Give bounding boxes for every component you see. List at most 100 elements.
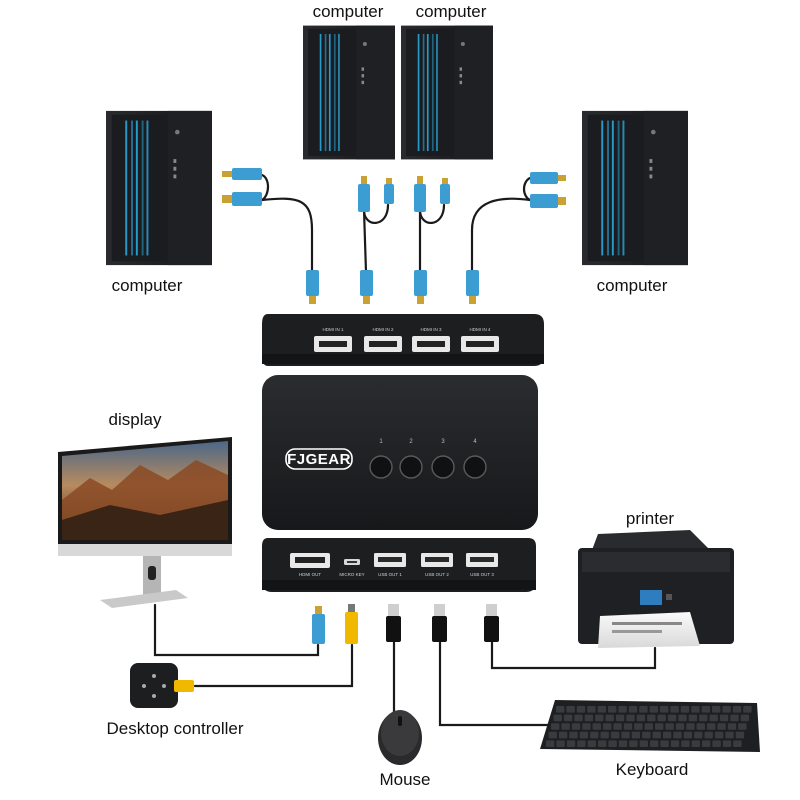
- keyboard-key: [556, 706, 565, 713]
- keyboard-keys: [546, 706, 752, 747]
- keyboard-key: [717, 723, 726, 730]
- keyboard-key: [680, 706, 690, 713]
- keyboard-key: [618, 740, 628, 747]
- keyboard-key: [712, 740, 721, 747]
- keyboard-key: [662, 731, 672, 739]
- usb-out-port-1: USB OUT 1: [374, 553, 406, 577]
- keyboard-key: [644, 723, 653, 730]
- hdmi-in-label-2: HDMI IN 2: [372, 327, 393, 332]
- keyboard-key: [704, 731, 713, 739]
- micro-key-port: MICRO KEY: [339, 559, 365, 577]
- keyboard-key: [738, 723, 747, 730]
- usb-out-label-1: USB OUT 1: [378, 572, 402, 577]
- usb-out-port-2: USB OUT 2: [421, 553, 453, 577]
- keyboard-key: [691, 706, 700, 713]
- switch-button-2[interactable]: [399, 455, 423, 479]
- printer-device: [578, 530, 734, 648]
- keyboard-key: [719, 714, 729, 722]
- keyboard-key: [629, 740, 638, 747]
- keyboard-key: [631, 731, 641, 739]
- keyboard-key: [556, 740, 565, 747]
- keyboard-key: [655, 723, 664, 730]
- label-printer: printer: [626, 509, 675, 528]
- keyboard-key: [597, 706, 606, 713]
- computer-left-tower: [106, 110, 212, 266]
- keyboard-key: [699, 714, 708, 722]
- keyboard-key: [681, 740, 690, 747]
- label-computer-left: computer: [112, 276, 183, 295]
- display-monitor: [58, 437, 232, 608]
- button-number-4: 4: [473, 439, 477, 445]
- kvm-switch-top: FJGEAR 1 2 3 4: [262, 375, 538, 530]
- keyboard-key: [647, 714, 656, 722]
- keyboard-key: [587, 706, 596, 713]
- keyboard-key: [702, 740, 711, 747]
- keyboard-key: [579, 731, 589, 739]
- keyboard-key: [650, 740, 659, 747]
- keyboard-key: [670, 706, 679, 713]
- keyboard-key: [709, 714, 718, 722]
- keyboard-key: [642, 731, 651, 739]
- keyboard-key: [626, 714, 635, 722]
- keyboard-key: [686, 723, 695, 730]
- button-number-3: 3: [441, 439, 445, 445]
- keyboard-key: [548, 731, 557, 739]
- keyboard-key: [665, 723, 674, 730]
- cable-heads-inputs: [222, 168, 566, 304]
- computer-right-tower: [582, 110, 688, 266]
- label-keyboard: Keyboard: [616, 760, 689, 779]
- keyboard-key: [733, 740, 742, 747]
- keyboard-key: [691, 740, 700, 747]
- hdmi-input-ports: HDMI IN 1 HDMI IN 2 HDMI IN 3 HDMI IN 4: [314, 327, 499, 352]
- label-computer-top-left: computer: [313, 2, 384, 21]
- keyboard-key: [571, 723, 581, 730]
- hdmi-out-label: HDMI OUT: [299, 572, 321, 577]
- keyboard-key: [558, 731, 568, 739]
- keyboard-key: [621, 731, 630, 739]
- switch-button-4[interactable]: [463, 455, 487, 479]
- keyboard-key: [670, 740, 680, 747]
- keyboard-key: [577, 740, 586, 747]
- micro-key-label: MICRO KEY: [339, 572, 364, 577]
- keyboard-key: [660, 740, 669, 747]
- keyboard-key: [600, 731, 609, 739]
- keyboard-key: [688, 714, 698, 722]
- keyboard-key: [576, 706, 586, 713]
- keyboard-key: [678, 714, 687, 722]
- keyboard-key: [660, 706, 669, 713]
- keyboard-key: [595, 714, 604, 722]
- keyboard-key: [608, 740, 617, 747]
- hdmi-in-port-4: HDMI IN 4: [461, 327, 499, 352]
- keyboard-key: [613, 723, 622, 730]
- keyboard-key: [657, 714, 666, 722]
- keyboard-key: [652, 731, 661, 739]
- keyboard-key: [590, 731, 599, 739]
- keyboard-key: [584, 714, 594, 722]
- keyboard-key: [634, 723, 643, 730]
- keyboard-key: [615, 714, 625, 722]
- button-number-1: 1: [379, 439, 383, 445]
- label-computer-top-right: computer: [416, 2, 487, 21]
- keyboard-key: [566, 706, 575, 713]
- hdmi-in-port-1: HDMI IN 1: [314, 327, 352, 352]
- switch-button-3[interactable]: [431, 455, 455, 479]
- keyboard-key: [694, 731, 703, 739]
- keyboard-key: [623, 723, 633, 730]
- kvm-switch-input-side: [262, 314, 544, 366]
- keyboard-key: [722, 740, 732, 747]
- keyboard-key: [582, 723, 591, 730]
- label-computer-right: computer: [597, 276, 668, 295]
- keyboard-key: [574, 714, 583, 722]
- svg-text:FJGEAR: FJGEAR: [287, 451, 351, 468]
- keyboard-key: [667, 714, 677, 722]
- switch-button-1[interactable]: [369, 455, 393, 479]
- keyboard-key: [636, 714, 646, 722]
- keyboard-key: [743, 706, 752, 713]
- keyboard-key: [701, 706, 710, 713]
- desktop-controller-device: [130, 663, 194, 708]
- keyboard-key: [618, 706, 627, 713]
- label-mouse: Mouse: [379, 770, 430, 789]
- keyboard-key: [566, 740, 576, 747]
- cable-heads-outputs: [312, 604, 499, 644]
